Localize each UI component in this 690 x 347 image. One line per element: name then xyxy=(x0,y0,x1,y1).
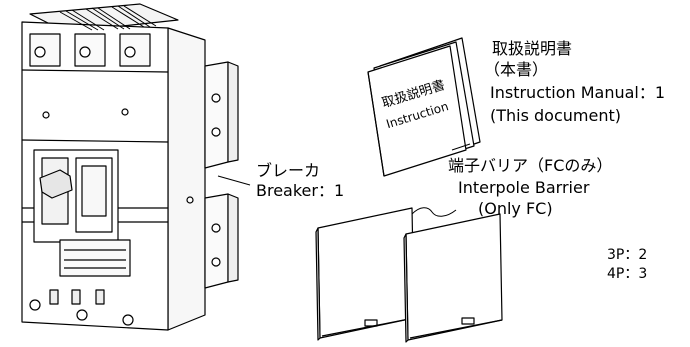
barrier-label-en-note: (Only FC) xyxy=(478,199,553,218)
barrier-leader-line xyxy=(411,207,457,217)
breaker-label-jp: ブレーカ xyxy=(256,161,321,180)
barrier-illustration xyxy=(315,207,503,343)
barrier-label-en: Interpole Barrier xyxy=(458,178,590,197)
manual-label-jp-note: （本書） xyxy=(484,60,549,79)
manual-leader-line xyxy=(451,143,471,151)
manual-label-en: Instruction Manual：1 xyxy=(490,83,666,102)
manual-booklet-illustration xyxy=(367,37,481,177)
barrier-label-jp: 端子バリア（FCのみ） xyxy=(448,156,613,175)
barrier-qty-3p: 3P：2 xyxy=(607,247,648,263)
barrier-qty-4p: 4P：3 xyxy=(607,266,648,282)
manual-label-en-note: (This document) xyxy=(490,106,621,125)
manual-label-jp: 取扱説明書 xyxy=(492,39,573,58)
breaker-label-en: Breaker：1 xyxy=(256,181,345,200)
breaker-leader-line xyxy=(217,175,251,186)
breaker-illustration xyxy=(21,3,239,331)
